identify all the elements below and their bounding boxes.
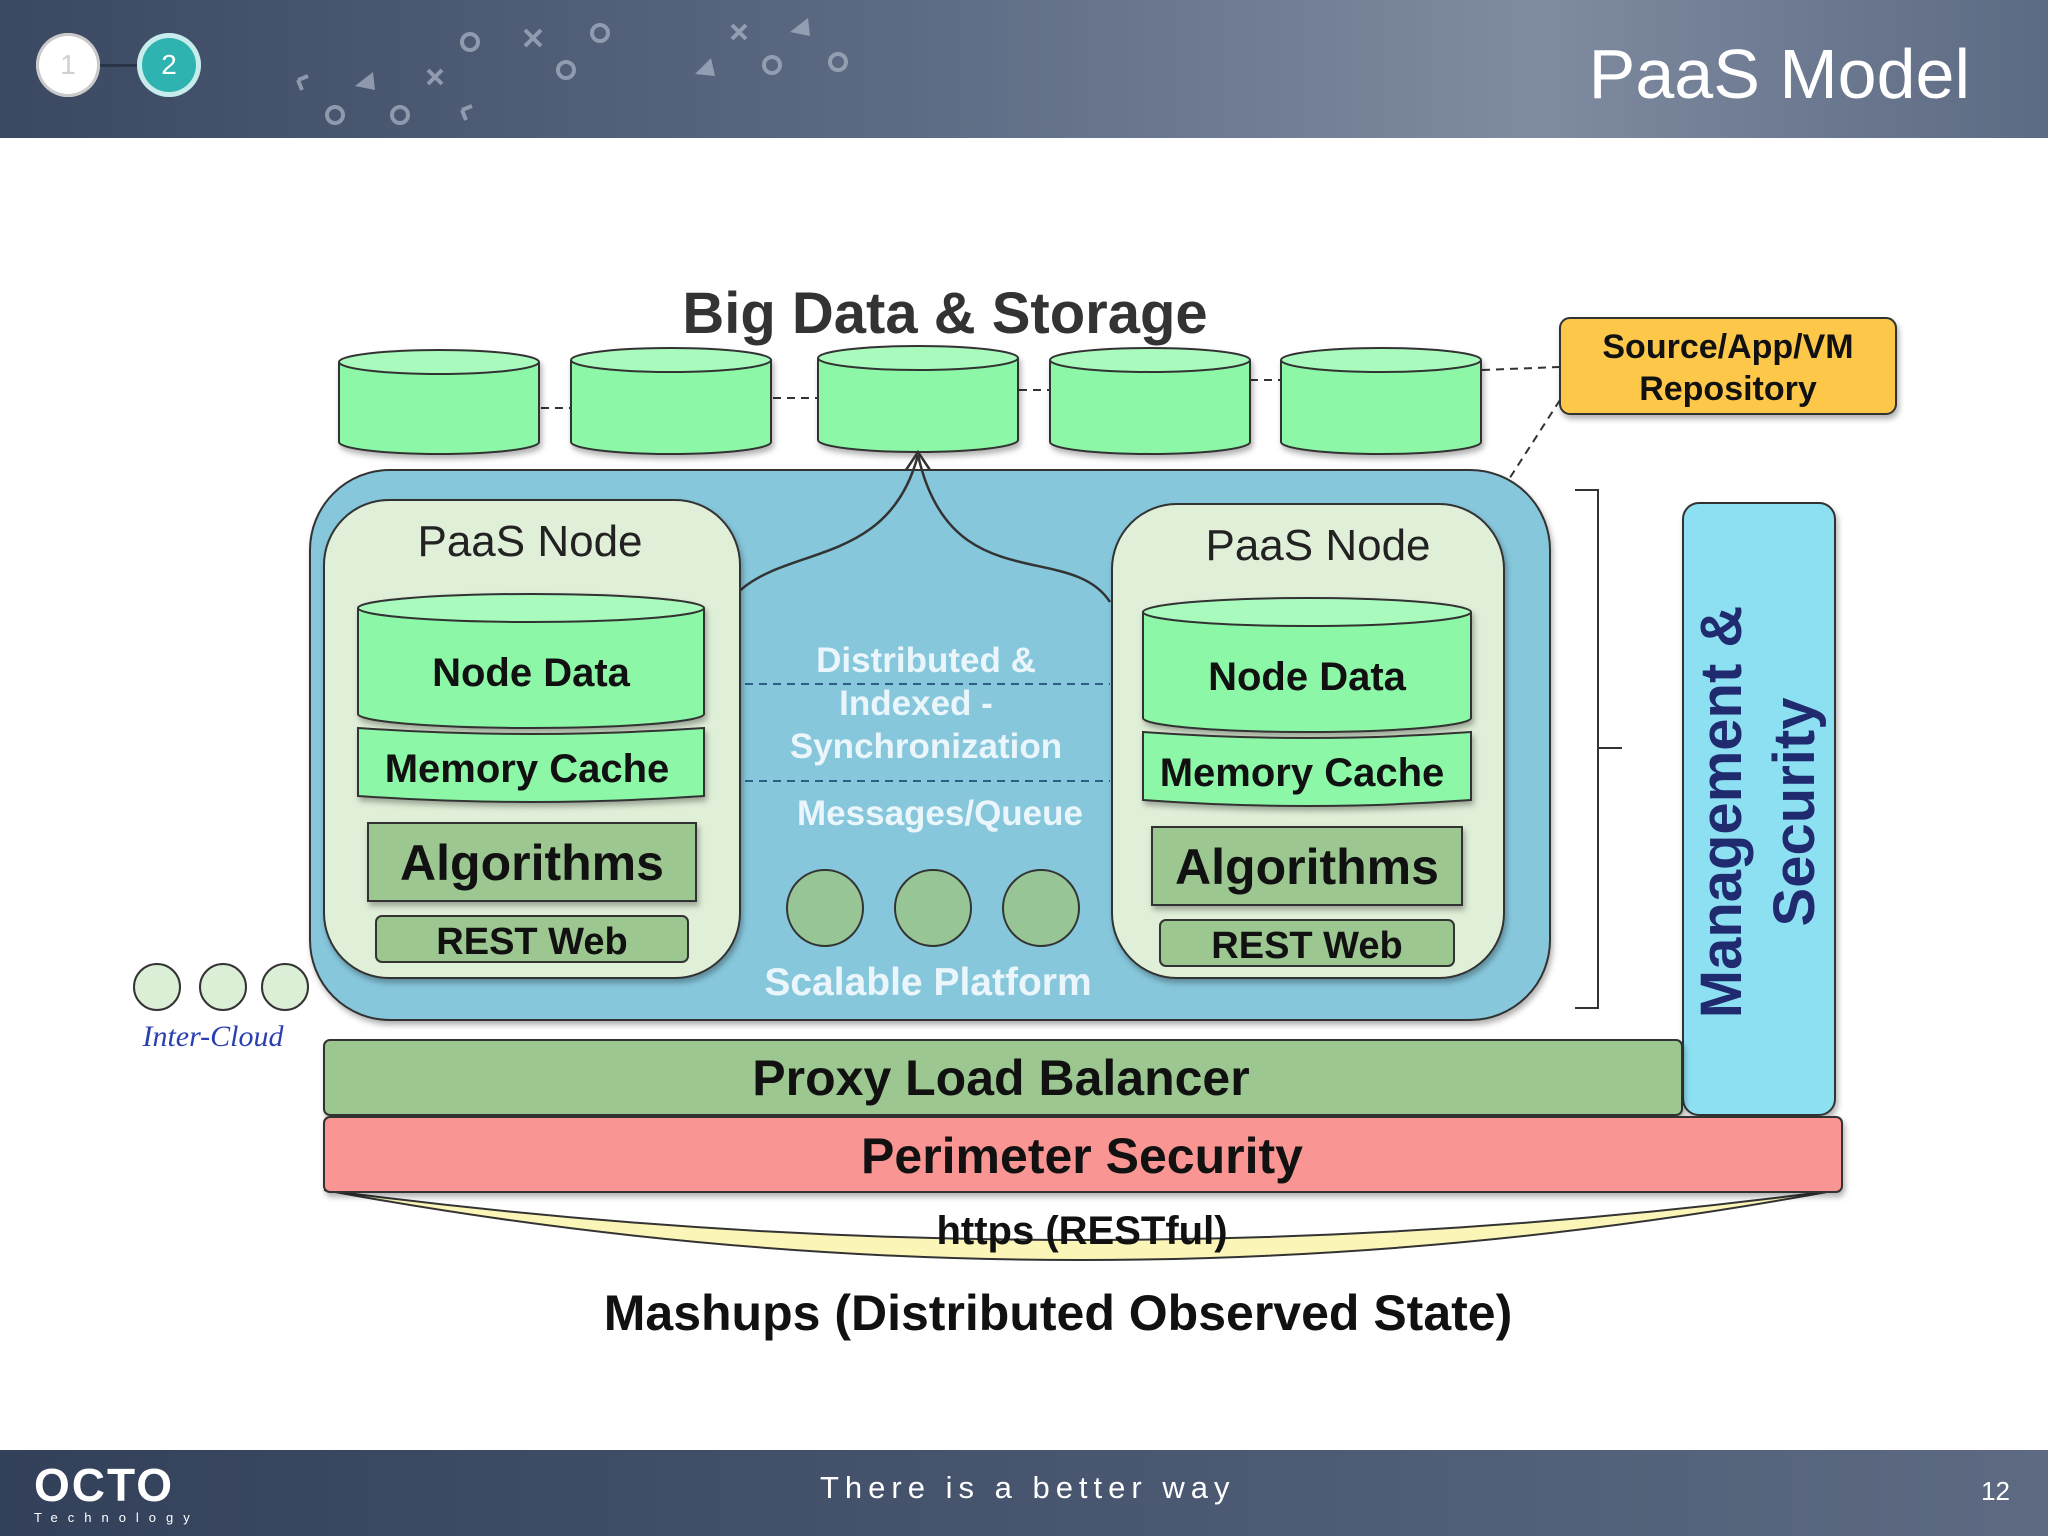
mashups-label: Mashups (Distributed Observed State) [604,1285,1513,1341]
proxy-label: Proxy Load Balancer [752,1050,1249,1106]
management-label-line2: Security [1762,698,1827,927]
page-number: 12 [1981,1476,2010,1506]
inter-cloud-node-1 [133,963,181,1011]
logo-text: OCTO [34,1459,175,1511]
step-1-indicator[interactable]: 1 [36,33,100,97]
arrow-head-icon [904,449,932,471]
decorative-pattern [296,18,848,125]
sync-label-line2: Indexed - [839,684,993,723]
algorithms-label: Algorithms [1175,839,1439,895]
tagline: There is a better way [820,1470,1236,1505]
storage-cylinder-1 [338,349,540,455]
storage-cylinder-3 [817,345,1019,453]
node-data-label: Node Data [1208,655,1407,699]
https-label: https (RESTful) [936,1209,1227,1253]
scalable-platform-label: Scalable Platform [764,961,1091,1004]
storage-cylinder-4 [1049,347,1251,455]
inter-cloud-node-3 [261,963,309,1011]
storage-cylinder-2 [570,347,772,455]
management-label-line1: Management & [1689,606,1754,1019]
memory-cache-label: Memory Cache [385,747,670,791]
node-title: PaaS Node [1205,521,1430,570]
step-2-indicator[interactable]: 2 [137,33,201,97]
step-connector [100,64,137,67]
platform-bracket [1575,489,1622,1009]
perimeter-label: Perimeter Security [861,1128,1303,1184]
memory-cache-label: Memory Cache [1160,751,1445,795]
platform-instance-1 [786,869,864,947]
messages-queue-label: Messages/Queue [797,794,1083,833]
node-title: PaaS Node [417,517,642,566]
sync-label-line3: Synchronization [790,727,1062,766]
repository-label-line1: Source/App/VM [1602,328,1853,366]
inter-cloud-label: Inter-Cloud [141,1020,284,1053]
repository-box [1559,317,1897,415]
header-bar: 1 2 PaaS Model [0,0,2048,138]
octo-logo: OCTO Technology [34,1462,200,1525]
sync-label-line1: Distributed & [816,641,1036,680]
platform-instance-2 [894,869,972,947]
page-title: PaaS Model [1588,35,1970,113]
rest-web-label: REST Web [436,921,627,963]
proxy-load-balancer-bar [323,1039,1683,1116]
logo-subtext: Technology [34,1510,200,1525]
paas-node-right: PaaS Node Node Data Memory Cache Algorit… [1111,503,1505,979]
footer-bar: OCTO Technology There is a better way 12 [0,1450,2048,1536]
platform-instance-3 [1002,869,1080,947]
rest-web-label: REST Web [1211,925,1402,967]
repository-label-line2: Repository [1639,370,1817,408]
storage-cylinder-5 [1280,347,1482,455]
sync-arrow-right [916,454,1112,603]
storage-title: Big Data & Storage [682,281,1207,346]
paas-node-left: PaaS Node Node Data Memory Cache Algorit… [323,499,741,979]
inter-cloud-node-2 [199,963,247,1011]
algorithms-label: Algorithms [400,835,664,891]
paas-diagram: Big Data & Storage Source/App/VM Reposit… [133,281,1897,1341]
perimeter-security-bar [323,1116,1843,1193]
management-security-box [1682,502,1836,1116]
node-data-label: Node Data [432,651,631,695]
